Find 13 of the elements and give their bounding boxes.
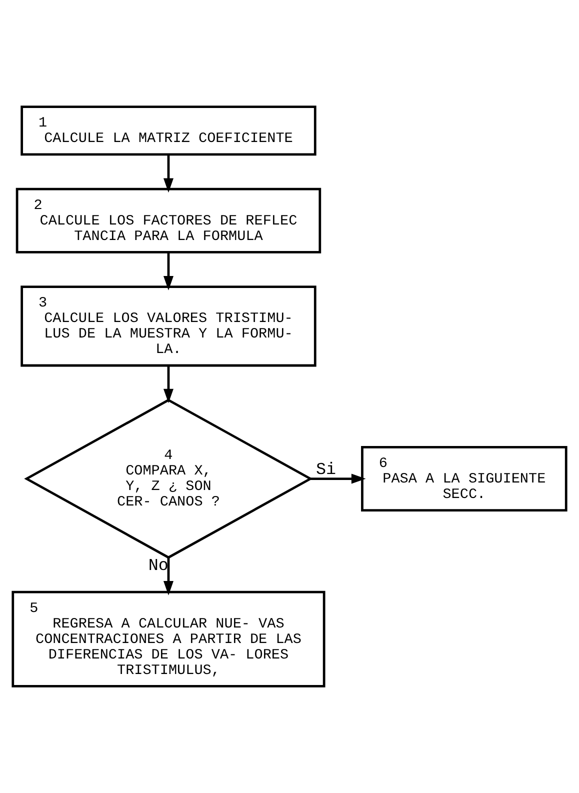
node-box: 3 CALCULE LOS VALORES TRISTIMU- LUS DE LA MUESTRA Y LA FORMU- LA. — [20, 286, 316, 367]
arrow — [310, 474, 366, 484]
node-box: 6 PASA A LA SIGUIENTE SECC. — [361, 446, 568, 512]
arrow — [163, 252, 174, 290]
edge-label: Si — [316, 461, 336, 480]
node-box: 2 CALCULE LOS FACTORES DE REFLEC TANCIA PARA LA FORMULA — [16, 188, 322, 254]
arrow — [163, 558, 174, 596]
arrow — [163, 366, 174, 404]
node-diamond: 4 COMPARA X, Y, Z ¿ SON CER- CANOS ? — [24, 398, 313, 559]
edge-label: No — [148, 556, 168, 576]
node-box: 1 CALCULE LA MATRIZ COEFICIENTE — [20, 106, 316, 156]
node-box: 5 REGRESA A CALCULAR NUE- VAS CONCENTRACIONES A PARTIR DE LAS DIFERENCIAS DE LOS VA- LORES TRISTIMULUS, — [12, 590, 326, 688]
arrow — [163, 154, 174, 193]
